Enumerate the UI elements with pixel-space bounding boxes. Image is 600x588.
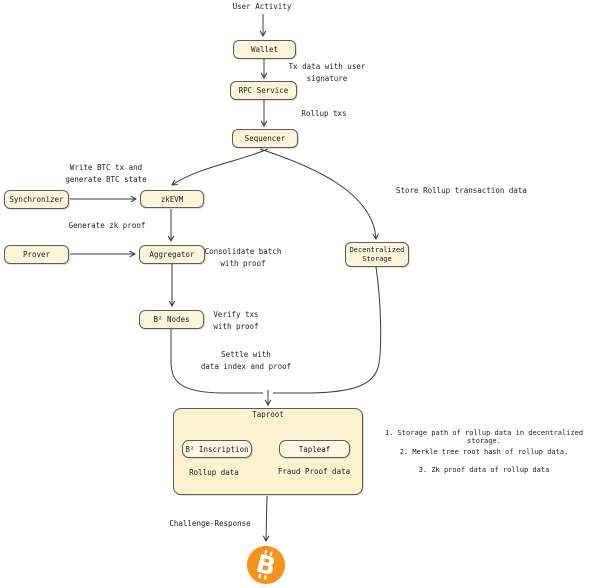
label-store-rollup: Store Rollup transaction data: [396, 186, 527, 195]
bitcoin-icon: B: [245, 544, 287, 586]
label-write-btc: Write BTC tx and generate BTC state: [65, 163, 147, 184]
label-user-activity: User Activity: [232, 2, 292, 11]
node-prover: Prover: [4, 245, 69, 264]
label-generate-zk: Generate zk proof: [68, 221, 146, 230]
note-merkle-root: 2. Merkle tree root hash of rollup data.: [399, 448, 569, 456]
label-rollup-data: Rollup data: [189, 468, 239, 477]
label-consolidate: Consolidate batch with proof: [204, 247, 282, 268]
node-zkevm: zkEVM: [140, 190, 204, 208]
node-aggregator: Aggregator: [139, 245, 205, 264]
node-decentralized-storage: Decentralized Storage: [345, 242, 409, 267]
node-b2-nodes: B² Nodes: [139, 310, 204, 329]
label-taproot: Taproot: [252, 410, 284, 419]
node-tapleaf: Tapleaf: [279, 440, 350, 458]
node-sequencer: Sequencer: [232, 129, 298, 148]
note-zk-proof: 3. Zk proof data of rollup data: [418, 466, 550, 474]
label-settle: Settle with data index and proof: [200, 350, 292, 371]
arrow-taproot-to-bitcoin: [262, 495, 270, 543]
node-rpc-service: RPC Service: [230, 81, 297, 100]
note-storage-path: 1. Storage path of rollup data in decent…: [384, 429, 584, 445]
label-challenge-response: Challenge-Response: [169, 519, 251, 528]
label-verify: Verify txs with proof: [213, 310, 259, 331]
node-b2-inscription: B² Inscription: [182, 440, 252, 458]
arrow-sequencer-to-zkevm: [171, 148, 269, 186]
wire-storage-to-merge: [273, 266, 382, 394]
arrow-sequencer-to-storage: [259, 148, 379, 241]
node-synchronizer: Synchronizer: [4, 190, 69, 209]
label-rollup-txs: Rollup txs: [301, 109, 347, 118]
wire-b2nodes-to-merge: [170, 329, 263, 394]
node-wallet: Wallet: [233, 40, 296, 59]
label-tx-data: Tx data with user signature: [288, 62, 366, 83]
label-fraud-proof-data: Fraud Proof data: [277, 467, 351, 476]
